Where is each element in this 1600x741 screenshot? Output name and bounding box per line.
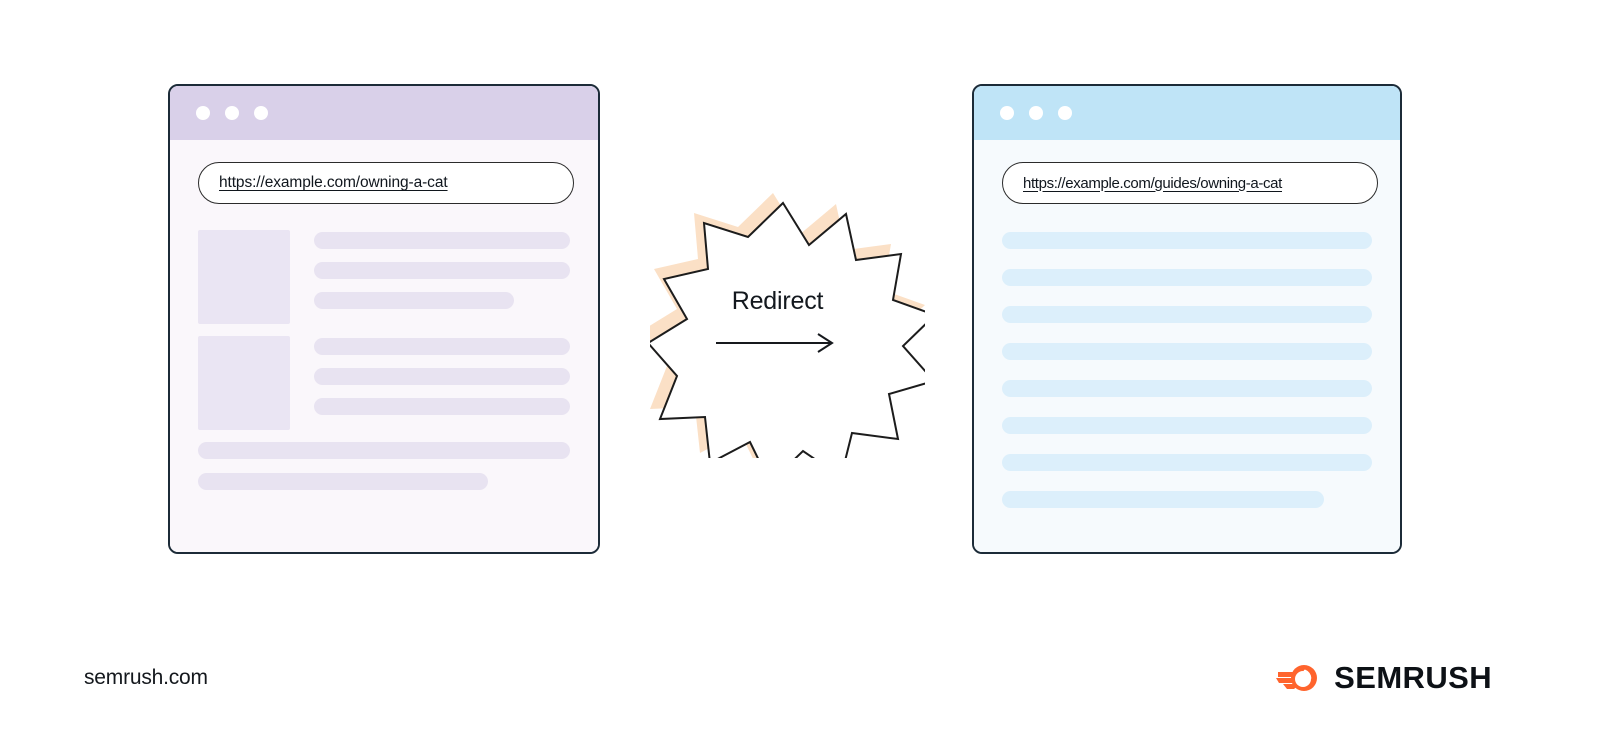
text-line xyxy=(1002,306,1372,323)
text-line xyxy=(1002,269,1372,286)
text-line xyxy=(314,338,570,355)
redirect-label: Redirect xyxy=(731,287,824,315)
source-window-titlebar xyxy=(170,86,598,140)
text-line xyxy=(314,232,570,249)
close-dot-icon[interactable] xyxy=(1000,106,1014,120)
target-page-body: https://example.com/guides/owning-a-cat xyxy=(974,140,1400,552)
arrow-right-icon xyxy=(716,333,834,353)
target-browser-window: https://example.com/guides/owning-a-cat xyxy=(972,84,1402,554)
minimize-dot-icon[interactable] xyxy=(1029,106,1043,120)
source-page-body: https://example.com/owning-a-cat xyxy=(170,140,598,552)
text-line xyxy=(314,398,570,415)
source-address-bar[interactable]: https://example.com/owning-a-cat xyxy=(198,162,574,204)
text-line xyxy=(1002,343,1372,360)
semrush-flame-icon xyxy=(1276,665,1318,691)
source-content-block xyxy=(198,230,570,324)
text-line xyxy=(314,262,570,279)
image-placeholder xyxy=(198,230,290,324)
redirect-badge: Redirect xyxy=(650,183,925,458)
text-line-group xyxy=(314,230,570,324)
maximize-dot-icon[interactable] xyxy=(254,106,268,120)
text-line xyxy=(1002,232,1372,249)
text-line-group xyxy=(314,336,570,430)
text-line xyxy=(1002,454,1372,471)
target-url-text: https://example.com/guides/owning-a-cat xyxy=(1023,174,1282,192)
text-line xyxy=(314,292,514,309)
image-placeholder xyxy=(198,336,290,430)
source-browser-window: https://example.com/owning-a-cat xyxy=(168,84,600,554)
target-window-titlebar xyxy=(974,86,1400,140)
text-line xyxy=(198,473,489,490)
text-line xyxy=(1002,491,1324,508)
footer-site-url: semrush.com xyxy=(84,666,208,689)
minimize-dot-icon[interactable] xyxy=(225,106,239,120)
text-line xyxy=(314,368,570,385)
semrush-brand-lockup: SEMRUSH xyxy=(1276,660,1492,694)
close-dot-icon[interactable] xyxy=(196,106,210,120)
target-address-bar[interactable]: https://example.com/guides/owning-a-cat xyxy=(1002,162,1378,204)
source-tail-lines xyxy=(198,442,570,490)
starburst-body xyxy=(650,201,925,458)
source-url-text: https://example.com/owning-a-cat xyxy=(219,174,448,191)
text-line xyxy=(198,442,570,459)
starburst-shape xyxy=(650,193,925,458)
semrush-wordmark: SEMRUSH xyxy=(1334,659,1492,695)
target-content-lines xyxy=(1002,230,1372,508)
text-line xyxy=(1002,417,1372,434)
source-content-block xyxy=(198,336,570,430)
text-line xyxy=(1002,380,1372,397)
maximize-dot-icon[interactable] xyxy=(1058,106,1072,120)
